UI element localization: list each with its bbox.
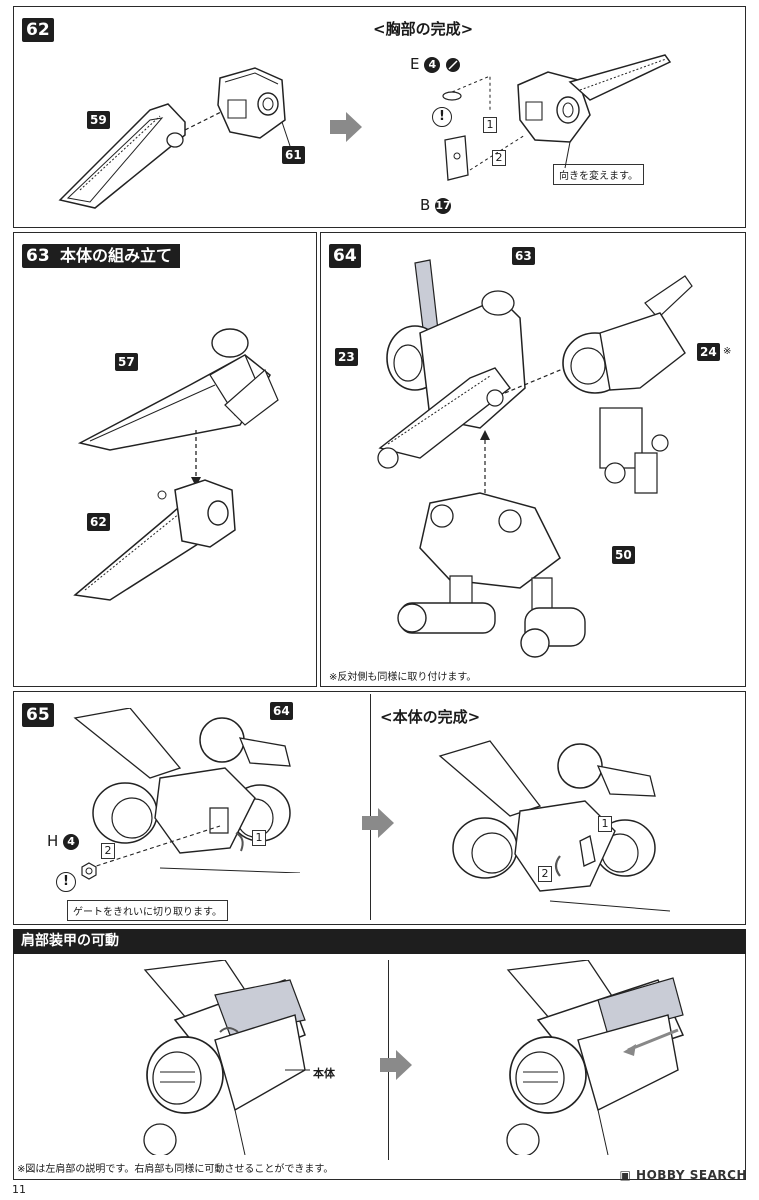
shoulder-section-title: 肩部装甲の可動 (13, 929, 746, 954)
step-65-divider (370, 694, 371, 920)
step-63-title: 本体の組み立て (52, 244, 181, 268)
order-marker-2: 2 (492, 150, 506, 166)
step-62-left-illustration (50, 60, 310, 220)
runner-h-label: H 4 (47, 832, 80, 850)
step-65-callout: ゲートをきれいに切り取ります。 (67, 900, 228, 921)
shoulder-before-illustration (105, 960, 385, 1155)
order-marker-2: 2 (101, 843, 115, 859)
step-63-illustration (70, 315, 300, 615)
runner-b-number: 17 (435, 197, 452, 214)
step-62-panel (13, 6, 746, 228)
order-done-marker-2: 2 (538, 866, 552, 882)
part-tag-57: 57 (115, 353, 138, 371)
part-tag-63: 63 (512, 247, 535, 265)
order-marker-1: 1 (483, 117, 497, 133)
order-marker-1: 1 (252, 830, 266, 846)
hex-nut-icon (80, 862, 98, 880)
logo-text: HOBBY SEARCH (636, 1168, 747, 1182)
runner-h-number: 4 (63, 833, 80, 850)
part-tag-24: 24 (697, 343, 720, 361)
step-62-caution-icon: ! (432, 107, 452, 127)
step-65-subtitle: <本体の完成> (380, 708, 481, 726)
step-62-right-illustration (430, 40, 740, 210)
part-tag-64: 64 (270, 702, 293, 720)
page-number: 11 (12, 1183, 26, 1196)
step-62-callout: 向きを変えます。 (553, 164, 644, 185)
shoulder-after-illustration (468, 960, 708, 1155)
runner-b-letter: B (420, 196, 431, 214)
step-62-number: 62 (22, 18, 54, 42)
runner-h-letter: H (47, 832, 59, 850)
part-tag-62: 62 (87, 513, 110, 531)
camera-icon: ▣ (619, 1168, 632, 1182)
step-63-number: 63 (22, 244, 54, 268)
step-65-left-illustration (70, 708, 300, 873)
step-65-right-illustration (430, 736, 670, 916)
shoulder-note: ※図は左肩部の説明です。右肩部も同様に可動させることができます。 (17, 1164, 334, 1175)
clear-part-icon (446, 57, 461, 72)
order-done-marker-1: 1 (598, 816, 612, 832)
hobby-search-logo: ▣ HOBBY SEARCH (620, 1168, 748, 1182)
step-62-subtitle: <胸部の完成> (373, 20, 474, 38)
part-tag-23: 23 (335, 348, 358, 366)
part-tag-50: 50 (612, 546, 635, 564)
step-64-number: 64 (329, 244, 361, 268)
runner-e-number: 4 (424, 56, 441, 73)
part-tag-59: 59 (87, 111, 110, 129)
runner-e-label: E 4 (410, 55, 461, 73)
step-63-panel (13, 232, 317, 687)
runner-e-letter: E (410, 55, 420, 73)
shoulder-label-body: 本体 (313, 1067, 335, 1080)
step-65-number: 65 (22, 703, 54, 727)
runner-b-label: B 17 (420, 196, 452, 214)
part-24-asterisk: ※ (723, 346, 732, 357)
step-64-illustration (360, 258, 730, 663)
step-65-caution-icon: ! (56, 872, 76, 892)
step-64-note: ※反対側も同様に取り付けます。 (329, 672, 477, 683)
part-tag-61: 61 (282, 146, 305, 164)
